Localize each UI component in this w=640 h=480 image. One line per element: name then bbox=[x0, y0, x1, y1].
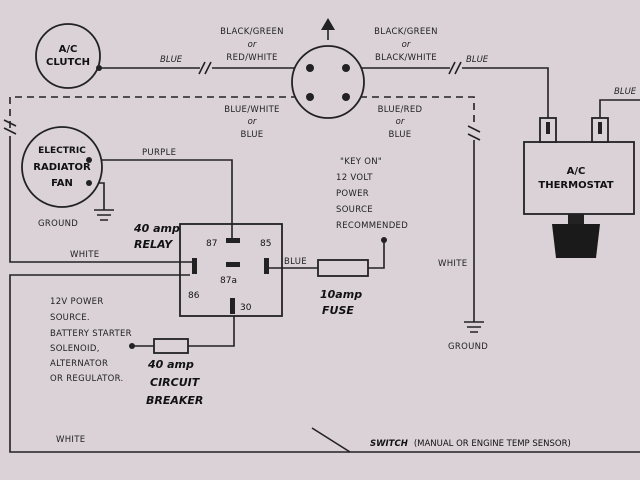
thermostat-pin-1 bbox=[546, 122, 550, 134]
thermostat-pin-2 bbox=[598, 122, 602, 134]
relay-pin-30 bbox=[230, 298, 235, 314]
connector-pin-2 bbox=[342, 64, 350, 72]
wire-dashed-right bbox=[348, 96, 475, 122]
breaker-label-3: BREAKER bbox=[146, 394, 203, 407]
wire-white-bottom bbox=[9, 274, 350, 453]
connector-circle bbox=[291, 45, 365, 119]
label-mid-right-or: or bbox=[396, 117, 405, 127]
relay-pin-86 bbox=[192, 258, 197, 274]
relay-terminal-86: 86 bbox=[188, 291, 200, 301]
label-blue-relay: BLUE bbox=[284, 257, 307, 267]
label-mid-left-1: BLUE/WHITE bbox=[224, 105, 279, 115]
note-power-4: SOLENOID, bbox=[50, 344, 100, 354]
thermostat-label-2: THERMOSTAT bbox=[538, 180, 613, 191]
relay-terminal-87a: 87a bbox=[220, 276, 237, 286]
switch-label-rest: (MANUAL OR ENGINE TEMP SENSOR) bbox=[414, 439, 571, 449]
label-top-right-or: or bbox=[402, 40, 411, 50]
wire-blue-far-right bbox=[599, 99, 640, 118]
ac-clutch-label-2: CLUTCH bbox=[46, 57, 90, 68]
connector-pin-3 bbox=[306, 93, 314, 101]
breaker-label-1: 40 amp bbox=[147, 358, 194, 371]
note-power-1: 12V POWER bbox=[50, 297, 104, 307]
relay-terminal-85: 85 bbox=[260, 239, 271, 249]
ac-clutch bbox=[35, 23, 101, 89]
label-mid-left-or: or bbox=[248, 117, 257, 127]
label-blue-far-right: BLUE bbox=[614, 87, 637, 97]
relay-pin-87 bbox=[226, 238, 240, 243]
wire-break-mark-3 bbox=[3, 119, 17, 135]
fan-terminal-1 bbox=[86, 157, 92, 163]
thermostat-knob bbox=[552, 224, 600, 258]
relay-pin-85 bbox=[264, 258, 269, 274]
label-top-left-2: RED/WHITE bbox=[226, 53, 277, 63]
label-ground-right: GROUND bbox=[448, 342, 488, 352]
note-power-3: BATTERY STARTER bbox=[50, 329, 132, 339]
wire-fuse-to-key bbox=[368, 242, 385, 269]
relay-terminal-87: 87 bbox=[206, 239, 217, 249]
label-mid-right-1: BLUE/RED bbox=[378, 105, 423, 115]
note-key-on-2: 12 VOLT bbox=[336, 173, 373, 183]
ground-icon-right bbox=[464, 321, 484, 333]
note-key-on-5: RECOMMENDED bbox=[336, 221, 408, 231]
wire-dashed-left bbox=[9, 96, 310, 132]
note-power-2: SOURCE. bbox=[50, 313, 90, 323]
fuse bbox=[317, 259, 369, 277]
fan-label-3: FAN bbox=[51, 178, 73, 189]
wire-break-mark-2 bbox=[448, 61, 462, 75]
label-top-right-1: BLACK/GREEN bbox=[374, 27, 438, 37]
ac-thermostat bbox=[523, 141, 635, 215]
fan-label-2: RADIATOR bbox=[33, 162, 91, 173]
switch-label-bold: SWITCH bbox=[370, 439, 408, 449]
note-power-6: OR REGULATOR. bbox=[50, 374, 124, 384]
key-on-terminal bbox=[381, 237, 387, 243]
thermostat-label-1: A/C bbox=[567, 166, 586, 177]
relay-label-1: 40 amp bbox=[133, 222, 180, 235]
wire-left-vertical bbox=[9, 136, 192, 263]
label-mid-right-2: BLUE bbox=[389, 130, 412, 140]
relay-box bbox=[179, 223, 283, 317]
circuit-breaker bbox=[153, 338, 189, 354]
wire-purple bbox=[88, 159, 233, 238]
note-key-on-3: POWER bbox=[336, 189, 369, 199]
connector-pin-1 bbox=[306, 64, 314, 72]
relay-label-2: RELAY bbox=[134, 238, 173, 251]
label-blue-top-right: BLUE bbox=[466, 55, 489, 65]
fuse-label-2: FUSE bbox=[322, 304, 354, 317]
fan-label-1: ELECTRIC bbox=[38, 146, 86, 156]
ac-clutch-terminal bbox=[96, 65, 102, 71]
relay-pin-87a bbox=[226, 262, 240, 267]
note-key-on-1: "KEY ON" bbox=[340, 157, 382, 167]
wire-relay-30 bbox=[188, 316, 235, 347]
connector-pin-4 bbox=[342, 93, 350, 101]
fan-terminal-2 bbox=[86, 180, 92, 186]
label-top-right-2: BLACK/WHITE bbox=[375, 53, 437, 63]
radiator-fan bbox=[21, 126, 103, 208]
label-top-left-or: or bbox=[248, 40, 257, 50]
label-top-left-1: BLACK/GREEN bbox=[220, 27, 284, 37]
wire-break-mark-1 bbox=[198, 61, 212, 75]
connector-arrow-icon bbox=[321, 18, 335, 30]
relay-terminal-30: 30 bbox=[240, 303, 252, 313]
fuse-label-1: 10amp bbox=[320, 288, 362, 301]
power-terminal bbox=[129, 343, 135, 349]
switch-label: SWITCH (MANUAL OR ENGINE TEMP SENSOR) bbox=[370, 439, 571, 449]
label-purple: PURPLE bbox=[142, 148, 176, 158]
label-ground-left: GROUND bbox=[38, 219, 78, 229]
label-white-right: WHITE bbox=[438, 259, 467, 269]
wire-blue-to-thermostat bbox=[462, 67, 549, 118]
label-blue-clutch: BLUE bbox=[160, 55, 183, 65]
note-key-on-4: SOURCE bbox=[336, 205, 373, 215]
label-white-relay: WHITE bbox=[70, 250, 99, 260]
label-mid-left-2: BLUE bbox=[241, 130, 264, 140]
note-power-5: ALTERNATOR bbox=[50, 359, 108, 369]
breaker-label-2: CIRCUIT bbox=[150, 376, 201, 389]
label-white-bottom: WHITE bbox=[56, 435, 85, 445]
thermostat-knob-stem bbox=[568, 214, 584, 224]
ac-clutch-label-1: A/C bbox=[59, 44, 78, 55]
switch-arm bbox=[311, 427, 640, 453]
ground-icon-left bbox=[94, 209, 114, 221]
wire-break-mark-4 bbox=[467, 125, 481, 141]
